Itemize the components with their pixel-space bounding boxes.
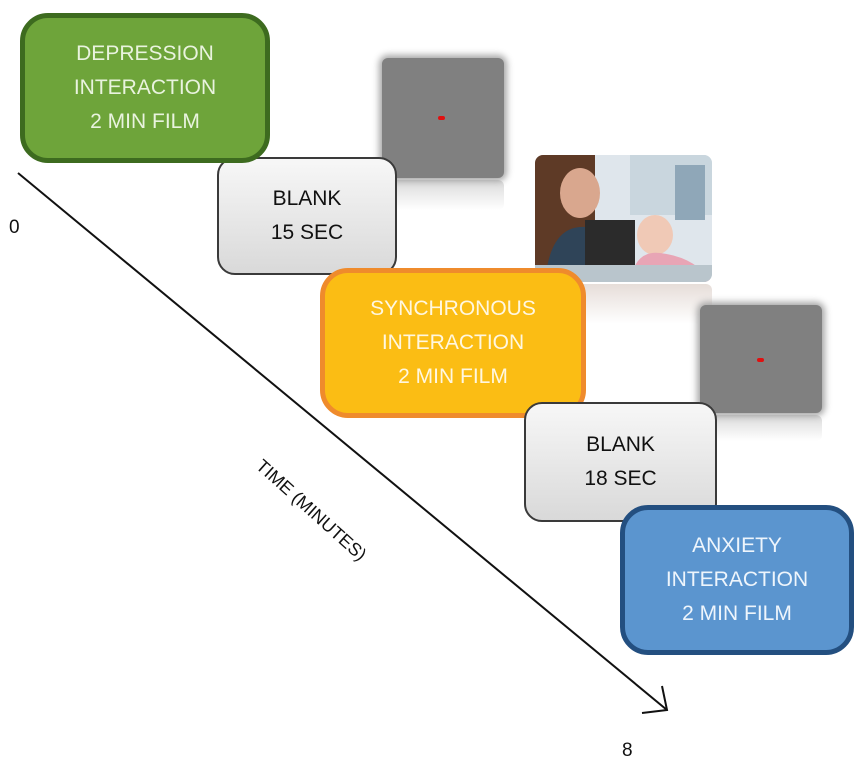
synchronous-film-box: SYNCHRONOUS INTERACTION 2 MIN FILM bbox=[320, 268, 586, 418]
fixation-screen-reflection bbox=[700, 415, 822, 441]
fixation-dot bbox=[438, 116, 445, 120]
anxiety-film-box: ANXIETY INTERACTION 2 MIN FILM bbox=[620, 505, 854, 655]
synchronous-box-line: INTERACTION bbox=[381, 331, 525, 354]
depression-box-line: 2 MIN FILM bbox=[90, 110, 200, 133]
film-still-image bbox=[535, 155, 712, 282]
depression-box-line: INTERACTION bbox=[73, 76, 217, 99]
anxiety-box-line: 2 MIN FILM bbox=[682, 602, 792, 625]
fixation-screen bbox=[382, 58, 504, 178]
fixation-dot bbox=[757, 358, 764, 362]
axis-end-label: 8 bbox=[622, 740, 633, 761]
fixation-screen-reflection bbox=[382, 180, 504, 210]
blank-box-line: 15 SEC bbox=[270, 221, 344, 244]
blank-box-15-sec: BLANK 15 SEC bbox=[217, 157, 397, 275]
fixation-screen bbox=[700, 305, 822, 413]
anxiety-box-line: INTERACTION bbox=[665, 568, 809, 591]
depression-box-line: DEPRESSION bbox=[76, 42, 214, 65]
mother-infant-film-still bbox=[535, 155, 712, 282]
blank-box-18-sec: BLANK 18 SEC bbox=[524, 402, 717, 522]
blank-box-line: BLANK bbox=[586, 433, 655, 456]
depression-film-box: DEPRESSION INTERACTION 2 MIN FILM bbox=[20, 13, 270, 163]
axis-start-label: 0 bbox=[9, 217, 20, 238]
blank-box-line: 18 SEC bbox=[584, 467, 657, 490]
anxiety-box-line: ANXIETY bbox=[692, 534, 782, 557]
blank-box-line: BLANK bbox=[272, 187, 342, 210]
synchronous-box-line: SYNCHRONOUS bbox=[370, 297, 536, 320]
synchronous-box-line: 2 MIN FILM bbox=[398, 365, 508, 388]
